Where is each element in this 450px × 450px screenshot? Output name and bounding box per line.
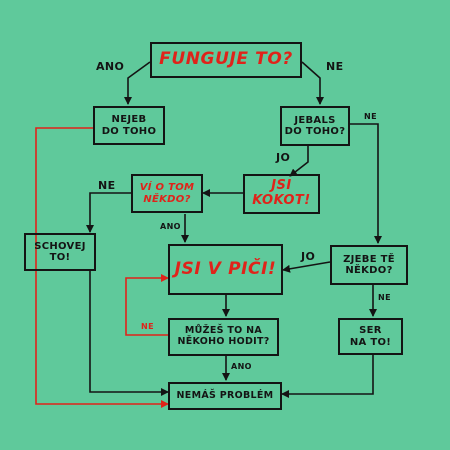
label-ne-zjebe: NE xyxy=(378,293,391,302)
label-jo-jebals: JO xyxy=(276,151,291,164)
edge-nejeb-nemas xyxy=(35,127,169,408)
label-ne-vi: NE xyxy=(98,179,116,192)
edge-vi-schovej xyxy=(86,192,131,233)
node-nemas-problem: NEMÁŠ PROBLÉM xyxy=(168,382,282,410)
label-ne-muzes: NE xyxy=(141,322,154,331)
edge-funguje-nejeb xyxy=(124,61,151,105)
edge-schovej-nemas xyxy=(89,271,169,396)
node-jsi-v-pici: JSI V PIČI! xyxy=(168,244,283,295)
label-ano-muzes: ANO xyxy=(231,362,252,371)
edge-jebals-zjebe xyxy=(350,123,382,244)
label-jo-zjebe: JO xyxy=(301,250,316,263)
node-funguje-to: FUNGUJE TO? xyxy=(150,42,302,78)
label-ano-vi: ANO xyxy=(160,222,181,231)
edge-muzes-pici xyxy=(125,274,169,336)
edge-ser-nemas xyxy=(281,355,374,398)
edge-zjebe-pici xyxy=(282,261,331,273)
label-ne-top: NE xyxy=(326,60,344,73)
edge-jebals-kokot xyxy=(289,146,309,177)
label-ano-top: ANO xyxy=(96,60,125,73)
edge-funguje-jebals xyxy=(301,61,324,105)
label-ne-jebals: NE xyxy=(364,112,377,121)
